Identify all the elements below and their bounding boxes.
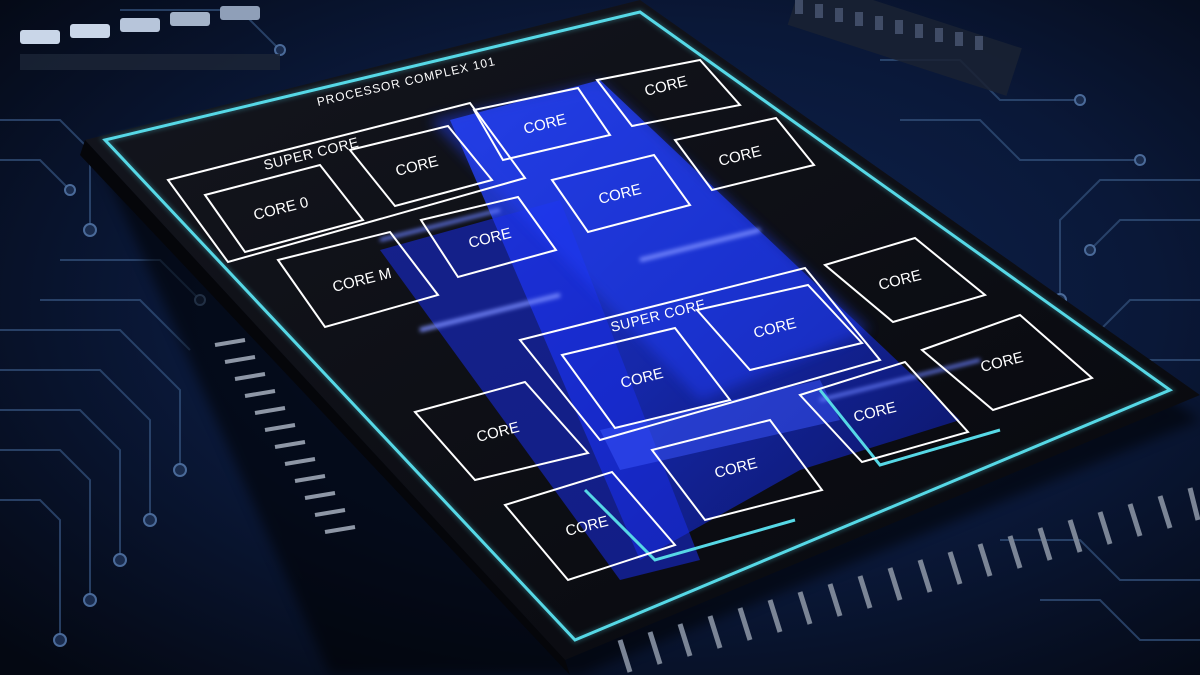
cyan-highlights — [583, 389, 1001, 562]
core-block — [695, 283, 864, 372]
circuit-traces — [0, 9, 1200, 641]
die-outline-glow — [99, 8, 1177, 644]
core-block — [673, 116, 816, 192]
core-block — [472, 86, 612, 162]
core-blocks — [203, 58, 1094, 582]
chip-edge — [80, 140, 570, 675]
core-block — [822, 236, 988, 324]
core-block — [650, 418, 824, 522]
board-components-top-right — [787, 0, 1022, 96]
core-block — [503, 470, 677, 582]
core-block — [203, 163, 365, 254]
chip-pins-bottom — [617, 487, 1200, 673]
core-block — [595, 58, 742, 128]
chip-pins-left — [214, 338, 356, 534]
core-block — [550, 153, 692, 234]
board-components-top-left — [20, 6, 280, 70]
core-block — [560, 326, 732, 430]
core-block — [419, 195, 558, 279]
super-core-group — [166, 101, 882, 442]
core-block — [920, 313, 1094, 412]
core-block — [413, 380, 590, 482]
core-block — [276, 230, 440, 329]
core-block — [798, 360, 970, 464]
core-block — [348, 124, 494, 208]
